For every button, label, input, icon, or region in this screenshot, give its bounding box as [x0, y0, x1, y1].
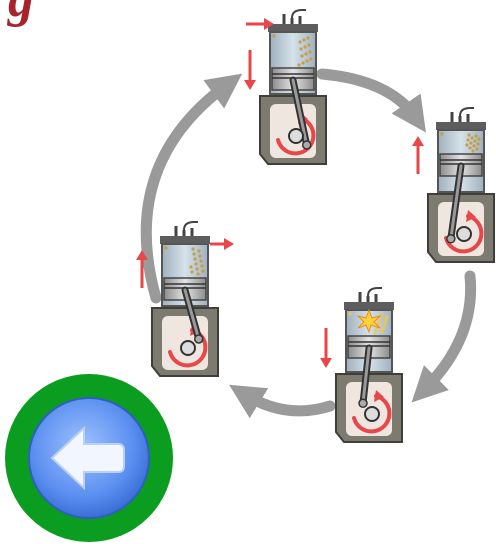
- piston-arrowhead: [136, 250, 148, 260]
- fuel-droplet: [190, 270, 194, 274]
- fuel-droplet: [307, 43, 311, 47]
- fuel-droplet: [468, 146, 472, 150]
- cycle-arrow-bottom: [229, 384, 336, 419]
- fuel-droplet: [303, 45, 307, 49]
- fuel-droplet: [297, 63, 301, 67]
- fuel-droplet: [302, 38, 306, 42]
- fuel-droplet: [192, 252, 196, 256]
- fuel-droplet: [348, 312, 352, 316]
- fuel-droplet: [164, 246, 168, 250]
- fuel-droplet: [195, 267, 199, 271]
- crank-rotation-arrow: [444, 214, 484, 254]
- spark-plug-wire: [367, 287, 382, 297]
- cylinder-head: [268, 24, 318, 32]
- fuel-droplet: [194, 262, 198, 266]
- fuel-droplet: [373, 331, 377, 335]
- fuel-droplet: [305, 59, 309, 63]
- fuel-droplet: [309, 57, 313, 61]
- spark-plug-wire: [459, 107, 474, 117]
- fuel-droplet: [472, 144, 476, 148]
- fuel-droplet: [201, 269, 205, 273]
- connecting-rod-highlight: [291, 78, 309, 147]
- fuel-droplet: [200, 264, 204, 268]
- cylinder-head: [344, 302, 394, 310]
- fuel-droplet: [384, 318, 388, 322]
- connecting-rod-highlight: [361, 346, 371, 405]
- fuel-droplet: [476, 142, 480, 146]
- engine-exhaust: [136, 221, 234, 377]
- cylinder-head: [160, 236, 210, 244]
- cycle-arrow-left: [140, 73, 243, 304]
- cycle-arrow-top-right: [316, 68, 426, 133]
- fuel-droplet: [473, 139, 477, 143]
- fuel-droplet: [377, 319, 381, 323]
- fuel-droplet: [380, 330, 384, 334]
- fuel-droplet: [300, 54, 304, 58]
- crank-rotation-arrow: [352, 394, 392, 434]
- cylinder-head: [436, 122, 486, 130]
- fuel-droplet: [475, 147, 479, 151]
- crank-pin: [193, 334, 204, 344]
- crankshaft: [180, 340, 196, 356]
- fuel-droplet: [308, 50, 312, 54]
- fuel-droplet: [272, 34, 276, 38]
- fuel-droplet: [306, 36, 310, 40]
- piston-arrowhead: [244, 80, 256, 90]
- fuel-droplet: [299, 47, 303, 51]
- piston-arrowhead: [412, 136, 424, 146]
- fuel-droplet: [467, 133, 471, 137]
- fuel-droplet: [385, 315, 389, 319]
- crank-pin: [358, 398, 368, 409]
- fuel-droplet: [381, 327, 385, 331]
- crank-rotation-arrowhead: [374, 390, 384, 402]
- crank-pin: [446, 234, 456, 244]
- fuel-droplet: [382, 324, 386, 328]
- fuel-droplet: [440, 132, 444, 136]
- fuel-droplet: [193, 257, 197, 261]
- left-arrow-icon: [50, 425, 125, 491]
- crankshaft: [364, 406, 380, 422]
- crankshaft: [288, 128, 304, 144]
- exhaust-flow-arrowhead: [224, 238, 234, 250]
- fuel-droplet: [465, 143, 469, 147]
- spark-plug-wire: [183, 221, 198, 231]
- fuel-droplet: [466, 138, 470, 142]
- fuel-droplet: [383, 321, 387, 325]
- fuel-droplet: [198, 254, 202, 258]
- fuel-droplet: [474, 134, 478, 138]
- fuel-droplet: [477, 137, 481, 141]
- fuel-droplet: [374, 328, 378, 332]
- connecting-rod-highlight: [449, 164, 463, 241]
- cycle-arrow-right: [411, 270, 477, 403]
- engine-power: [320, 287, 403, 443]
- back-button[interactable]: [5, 374, 173, 542]
- fuel-droplet: [197, 249, 201, 253]
- fuel-droplet: [196, 272, 200, 276]
- fuel-droplet: [470, 136, 474, 140]
- fuel-droplet: [189, 265, 193, 269]
- piston-arrowhead: [320, 358, 332, 368]
- spark-plug-wire: [291, 9, 306, 19]
- ignition-spark-icon: [356, 308, 382, 334]
- crankshaft: [456, 226, 472, 242]
- engine-compression: [412, 107, 495, 263]
- crank-pin: [301, 140, 312, 150]
- fuel-droplet: [301, 61, 305, 65]
- fuel-droplet: [199, 259, 203, 263]
- heading-fragment: g: [8, 0, 34, 26]
- fuel-droplet: [304, 52, 308, 56]
- crank-rotation-arrowhead: [466, 210, 476, 222]
- connecting-rod-highlight: [183, 288, 201, 341]
- fuel-droplet: [191, 247, 195, 251]
- intake-flow-arrowhead: [264, 18, 274, 30]
- fuel-droplet: [298, 40, 302, 44]
- engine-intake: [244, 9, 327, 165]
- fuel-droplet: [471, 149, 475, 153]
- fuel-droplet: [469, 141, 473, 145]
